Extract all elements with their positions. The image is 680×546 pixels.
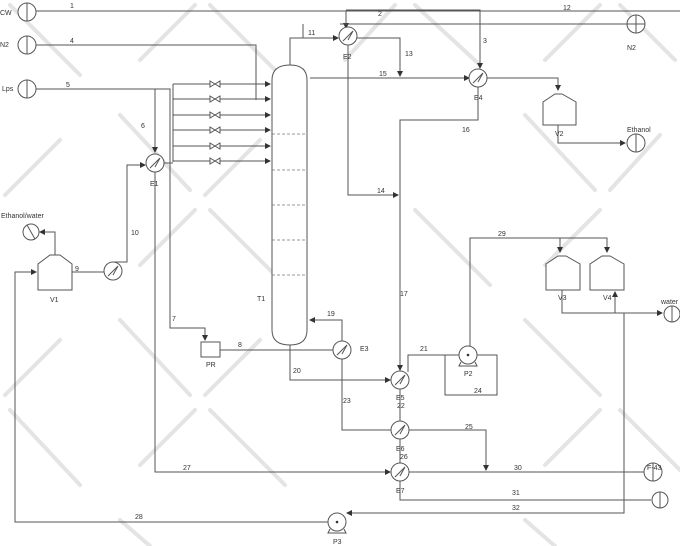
lps-feed-icon — [17, 79, 37, 99]
label-t1: T1 — [257, 296, 265, 303]
f43-terminal-icon — [643, 462, 663, 482]
stream-label: 5 — [66, 82, 70, 89]
stream-label: 11 — [308, 30, 315, 37]
stream-label: 19 — [327, 311, 335, 318]
stream-label: 2 — [378, 11, 382, 18]
label-e1: E1 — [150, 181, 159, 188]
label-pr: PR — [206, 362, 216, 369]
label-lps: Lps — [2, 86, 14, 93]
stream-label: 23 — [343, 398, 351, 405]
stream-label: 22 — [397, 403, 405, 410]
ethanol-water-product-icon — [22, 223, 40, 241]
stream-label: 20 — [293, 368, 301, 375]
feed-terminals — [17, 2, 680, 509]
stream-label: 4 — [70, 38, 74, 45]
stream-label: 30 — [514, 465, 522, 472]
pump-p2-icon — [458, 345, 478, 367]
stream-label: 32 — [512, 505, 520, 512]
ethanol-product-icon — [626, 133, 646, 153]
label-cw: CW — [0, 10, 12, 17]
exchanger-e5-icon — [390, 370, 410, 390]
stream-lines — [14, 9, 680, 523]
stream-label: 24 — [474, 388, 482, 395]
stream-label: 9 — [75, 266, 79, 273]
stream-label: 6 — [141, 123, 145, 130]
stream-label: 16 — [462, 127, 470, 134]
label-ethanol-water: Ethanol/water — [1, 213, 44, 220]
label-v4: V4 — [603, 295, 612, 302]
label-e2: E2 — [343, 54, 352, 61]
stream-label: 14 — [377, 188, 385, 195]
vessels — [37, 93, 625, 358]
label-e5: E5 — [396, 395, 405, 402]
label-n2-out: N2 — [627, 45, 636, 52]
vessel-v2-icon — [542, 93, 577, 126]
exchanger-e3-icon — [332, 340, 352, 360]
pump-p3-icon — [327, 512, 347, 534]
label-p2: P2 — [464, 371, 473, 378]
stream-label: 26 — [400, 454, 408, 461]
label-v2: V2 — [555, 131, 564, 138]
stream-label: 15 — [379, 71, 387, 78]
water-product-icon — [663, 305, 680, 323]
label-f43: F-43 — [647, 465, 662, 472]
stream-label: 3 — [483, 38, 487, 45]
label-v3: V3 — [558, 295, 567, 302]
stream-label: 1 — [70, 3, 74, 10]
n2-feed-icon — [17, 35, 37, 55]
vessel-v3-icon — [545, 255, 581, 291]
exchanger-e2-icon — [338, 26, 358, 46]
label-e3: E3 — [360, 346, 369, 353]
stream-label: 8 — [238, 342, 242, 349]
stream-label: 13 — [405, 51, 413, 58]
label-v1: V1 — [50, 297, 59, 304]
vessel-pr-icon — [200, 341, 221, 358]
label-ethanol: Ethanol — [627, 127, 651, 134]
stream-labels: 1 2 3 4 5 6 7 8 9 10 11 12 13 14 15 16 1… — [66, 3, 571, 521]
stream-label: 29 — [498, 231, 506, 238]
stream-label: 27 — [183, 465, 191, 472]
stream-label: 31 — [512, 490, 520, 497]
label-p3: P3 — [333, 539, 342, 546]
vessel-v1-icon — [37, 254, 73, 291]
stream-label: 10 — [131, 230, 139, 237]
stream-label: 28 — [135, 514, 143, 521]
exchanger-small-icon — [103, 261, 123, 281]
label-n2-in: N2 — [0, 42, 9, 49]
cw-feed-icon — [17, 2, 37, 22]
feed-labels: CW N2 Lps Ethanol/water N2 Ethanol water… — [0, 10, 679, 472]
label-e6: E6 — [396, 446, 405, 453]
stream-label: 25 — [465, 424, 473, 431]
exchanger-e4-icon — [468, 68, 488, 88]
exchanger-e6-icon — [390, 420, 410, 440]
stream-label: 17 — [400, 291, 408, 298]
terminal-31-icon — [651, 491, 669, 509]
label-e7: E7 — [396, 488, 405, 495]
valve-icons — [209, 80, 221, 165]
pumps — [327, 345, 478, 534]
column-t1 — [271, 64, 308, 346]
label-water: water — [660, 299, 679, 306]
equipment-labels: T1 E1 E2 E3 E4 E5 E6 E7 V1 V2 V3 V4 P2 P… — [50, 54, 612, 546]
stream-label: 12 — [563, 5, 571, 12]
n2-outlet-icon — [626, 14, 646, 34]
stream-label: 21 — [420, 346, 428, 353]
vessel-v4-icon — [589, 255, 625, 291]
stream-label: 7 — [172, 316, 176, 323]
label-e4: E4 — [474, 95, 483, 102]
reflux-manifold — [173, 80, 271, 165]
exchanger-e1-icon — [145, 153, 165, 173]
heat-exchangers — [103, 26, 488, 482]
exchanger-e7-icon — [390, 462, 410, 482]
